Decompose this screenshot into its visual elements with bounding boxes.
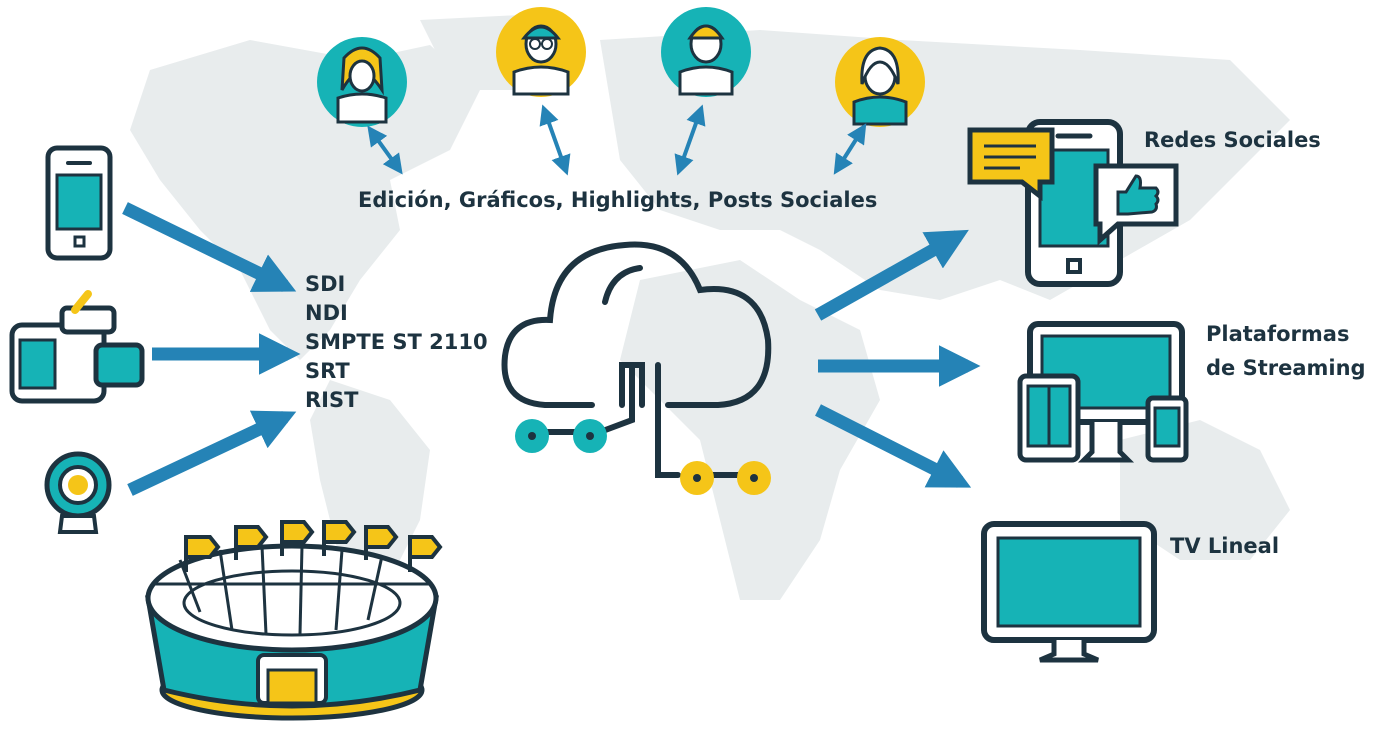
webcam-input-arrow (127, 410, 297, 496)
output-arrows (814, 229, 981, 488)
social-phone-icon (967, 119, 1179, 287)
editor-man-icon (661, 7, 751, 97)
protocol-item: SDI (305, 272, 346, 296)
social-output-label: Redes Sociales (1144, 128, 1321, 152)
webcam-icon (44, 451, 112, 534)
cloud-icon (501, 241, 772, 478)
streaming-output-label-line2: de Streaming (1206, 356, 1366, 380)
protocol-item: RIST (305, 388, 359, 412)
tv-icon (981, 521, 1157, 663)
protocol-item: SMPTE ST 2110 (305, 330, 488, 354)
protocol-list: SDI NDI SMPTE ST 2110 SRT RIST (305, 270, 488, 415)
protocol-item: NDI (305, 301, 348, 325)
editor-arrows (367, 104, 867, 176)
streaming-output-label-line1: Plataformas (1206, 322, 1350, 346)
protocol-item: SRT (305, 359, 350, 383)
stadium-icon (145, 520, 443, 721)
connector-nodes-yellow (680, 461, 771, 495)
tv-output-arrow (815, 404, 972, 488)
input-arrows (122, 202, 301, 496)
social-output-arrow (814, 229, 969, 321)
connector-nodes-teal (515, 419, 607, 453)
editors-caption: Edición, Gráficos, Highlights, Posts Soc… (358, 188, 878, 212)
smartphone-icon (45, 145, 113, 261)
video-camera-icon (9, 290, 145, 404)
editor-man-glasses-icon (496, 7, 586, 97)
editor-woman-scarf-icon (835, 37, 925, 127)
editor-woman-icon (317, 37, 407, 127)
tv-output-label: TV Lineal (1170, 534, 1280, 558)
phone-input-arrow (122, 202, 297, 292)
multi-device-icon (1017, 321, 1189, 463)
